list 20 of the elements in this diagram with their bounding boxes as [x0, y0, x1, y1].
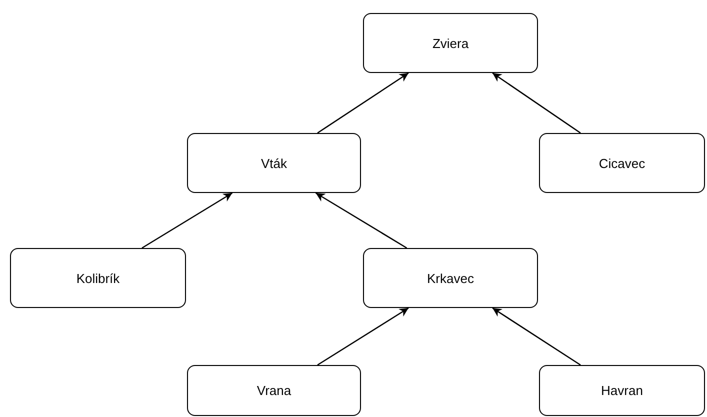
arrow [492, 307, 581, 366]
node-box [10, 248, 186, 308]
node-label: Vrana [256, 383, 292, 398]
node-label: Krkavec [427, 270, 474, 286]
node-box [187, 365, 361, 416]
arrow [492, 72, 581, 134]
node-box [363, 13, 538, 73]
arrow [317, 307, 409, 366]
node-box [539, 133, 705, 193]
node-label: Vták [260, 156, 287, 170]
node-label: Cicavec [598, 156, 646, 170]
node-box [187, 133, 361, 193]
arrow [317, 72, 409, 134]
arrow [142, 192, 233, 249]
node-label: Havran [601, 383, 643, 398]
node-label: Kolibrík [76, 270, 120, 286]
node-box [539, 365, 705, 416]
arrow [315, 192, 408, 249]
node-label: Zviera [432, 36, 469, 50]
node-box [363, 248, 538, 308]
